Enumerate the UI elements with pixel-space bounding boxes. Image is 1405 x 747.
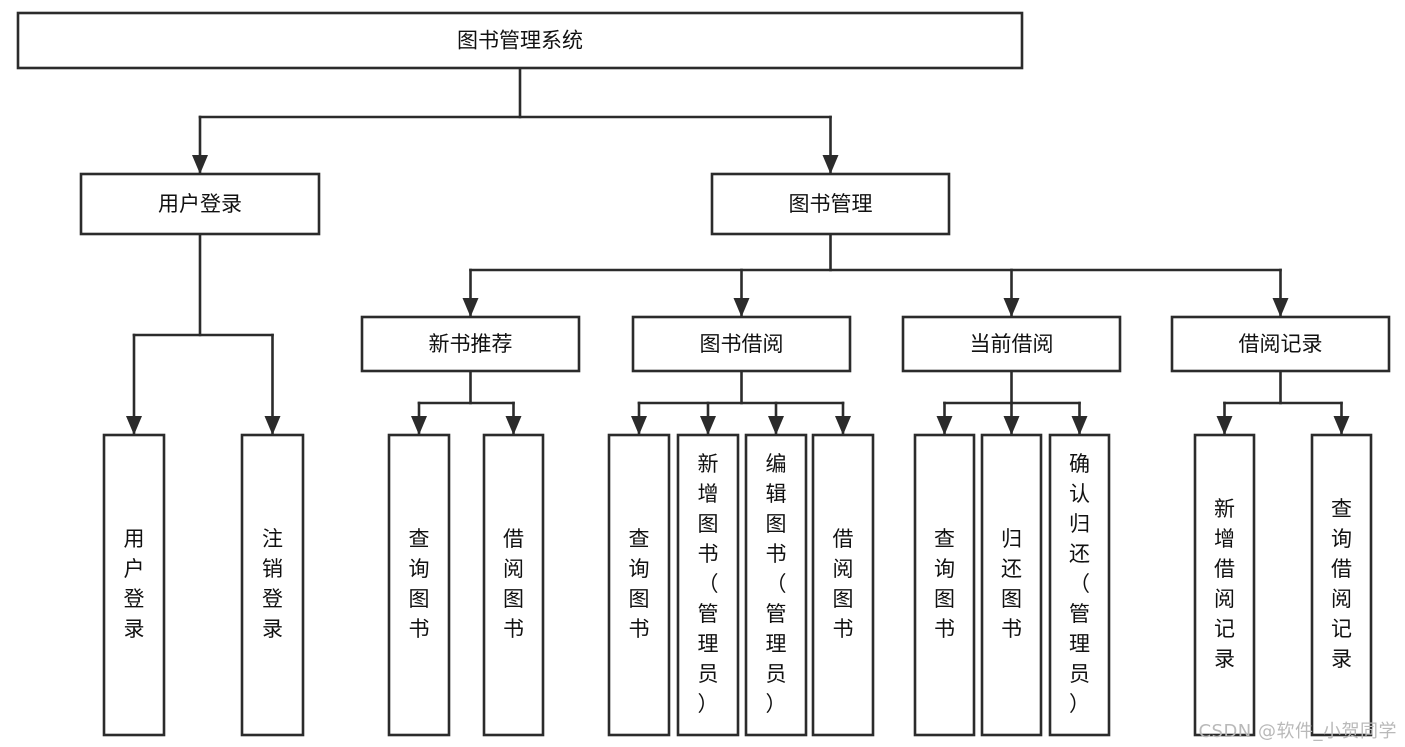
node-login[interactable]: 用户登录 [79, 172, 321, 236]
arrow-head-icon [1071, 416, 1088, 435]
node-leaf-login-1[interactable]: 用户登录 [102, 433, 166, 737]
edges-layer [126, 66, 1350, 437]
node-label: 查询图书 [629, 527, 650, 641]
arrow-head-icon [1003, 416, 1020, 435]
node-label: 新书推荐 [429, 332, 513, 356]
node-current[interactable]: 当前借阅 [901, 315, 1122, 373]
node-leaf-borrow-3[interactable]: 编辑图书（管理员） [744, 433, 808, 737]
arrow-head-icon [1216, 416, 1233, 435]
node-label: 查询借阅记录 [1331, 497, 1352, 671]
node-box [631, 315, 852, 373]
node-leaf-rec-1[interactable]: 新增借阅记录 [1193, 433, 1256, 737]
node-box [102, 433, 166, 737]
arrow-head-icon [1333, 416, 1350, 435]
arrow-head-icon [505, 416, 522, 435]
node-label: 新增图书（管理员） [698, 452, 719, 716]
node-label: 确认归还（管理员） [1069, 452, 1090, 716]
node-label: 图书借阅 [700, 332, 784, 356]
node-label: 借阅图书 [503, 527, 524, 641]
node-box [16, 11, 1024, 70]
node-box [360, 315, 581, 373]
node-box [387, 433, 451, 737]
node-leaf-cur-2[interactable]: 归还图书 [980, 433, 1043, 737]
node-records[interactable]: 借阅记录 [1170, 315, 1391, 373]
node-box [811, 433, 875, 737]
arrow-head-icon [192, 155, 208, 174]
arrow-head-icon [411, 416, 427, 435]
node-label: 借阅记录 [1239, 332, 1323, 356]
arrow-head-icon [462, 298, 479, 317]
node-box [676, 433, 740, 737]
node-box [1310, 433, 1373, 737]
node-leaf-login-2[interactable]: 注销登录 [240, 433, 305, 737]
node-box [710, 172, 951, 236]
nodes-layer: 图书管理系统用户登录图书管理新书推荐图书借阅当前借阅借阅记录用户登录注销登录查询… [16, 11, 1391, 737]
arrow-head-icon [1272, 298, 1289, 317]
node-label: 注销登录 [262, 527, 283, 641]
arrow-head-icon [1003, 298, 1020, 317]
node-label: 当前借阅 [970, 332, 1054, 356]
node-label: 图书管理 [789, 192, 873, 216]
node-label: 用户登录 [124, 527, 145, 641]
node-box [744, 433, 808, 737]
node-newbooks[interactable]: 新书推荐 [360, 315, 581, 373]
node-label: 编辑图书（管理员） [766, 452, 787, 716]
node-label: 用户登录 [158, 192, 242, 216]
arrow-head-icon [631, 416, 647, 435]
node-label: 图书管理系统 [457, 29, 583, 53]
node-box [1170, 315, 1391, 373]
node-label: 查询图书 [934, 527, 955, 641]
arrow-head-icon [126, 416, 142, 435]
node-borrow[interactable]: 图书借阅 [631, 315, 852, 373]
node-leaf-borrow-1[interactable]: 查询图书 [607, 433, 671, 737]
node-leaf-new-1[interactable]: 查询图书 [387, 433, 451, 737]
node-box [607, 433, 671, 737]
node-leaf-borrow-2[interactable]: 新增图书（管理员） [676, 433, 740, 737]
node-bookmgmt[interactable]: 图书管理 [710, 172, 951, 236]
node-box [1193, 433, 1256, 737]
arrow-head-icon [835, 416, 851, 435]
node-label: 归还图书 [1001, 527, 1022, 641]
node-leaf-new-2[interactable]: 借阅图书 [482, 433, 545, 737]
node-box [79, 172, 321, 236]
node-box [482, 433, 545, 737]
arrow-head-icon [768, 416, 784, 435]
node-label: 借阅图书 [833, 527, 854, 641]
node-box [901, 315, 1122, 373]
arrow-head-icon [733, 298, 750, 317]
arrow-head-icon [936, 416, 953, 435]
node-box [980, 433, 1043, 737]
node-label: 查询图书 [409, 527, 430, 641]
node-leaf-cur-3[interactable]: 确认归还（管理员） [1048, 433, 1111, 737]
node-leaf-borrow-4[interactable]: 借阅图书 [811, 433, 875, 737]
arrow-head-icon [822, 155, 839, 174]
node-leaf-cur-1[interactable]: 查询图书 [913, 433, 976, 737]
node-leaf-rec-2[interactable]: 查询借阅记录 [1310, 433, 1373, 737]
node-box [240, 433, 305, 737]
node-label: 新增借阅记录 [1214, 497, 1235, 671]
node-box [913, 433, 976, 737]
arrow-head-icon [700, 416, 716, 435]
node-root[interactable]: 图书管理系统 [16, 11, 1024, 70]
node-box [1048, 433, 1111, 737]
arrow-head-icon [264, 416, 281, 435]
